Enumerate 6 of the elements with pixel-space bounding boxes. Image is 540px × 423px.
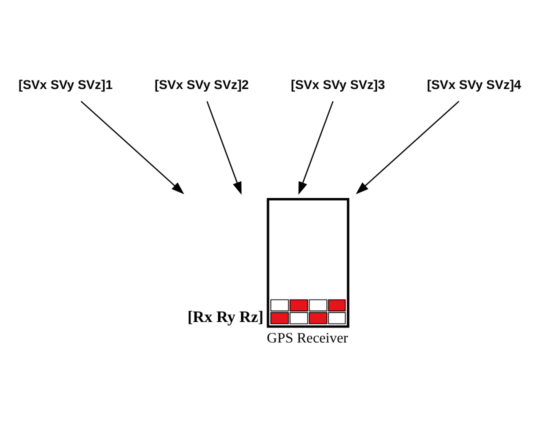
node-text: [SVx SVy SVz]2 (154, 76, 249, 92)
node-label: [Rx Ry Rz] (187, 308, 264, 326)
node-text: [SVx SVy SVz]1 (18, 76, 113, 92)
node-text: [SVx SVy SVz]4 (427, 76, 522, 92)
node-text: [SVx SVy SVz]3 (290, 76, 385, 92)
node-label: GPS Receiver (266, 330, 348, 346)
